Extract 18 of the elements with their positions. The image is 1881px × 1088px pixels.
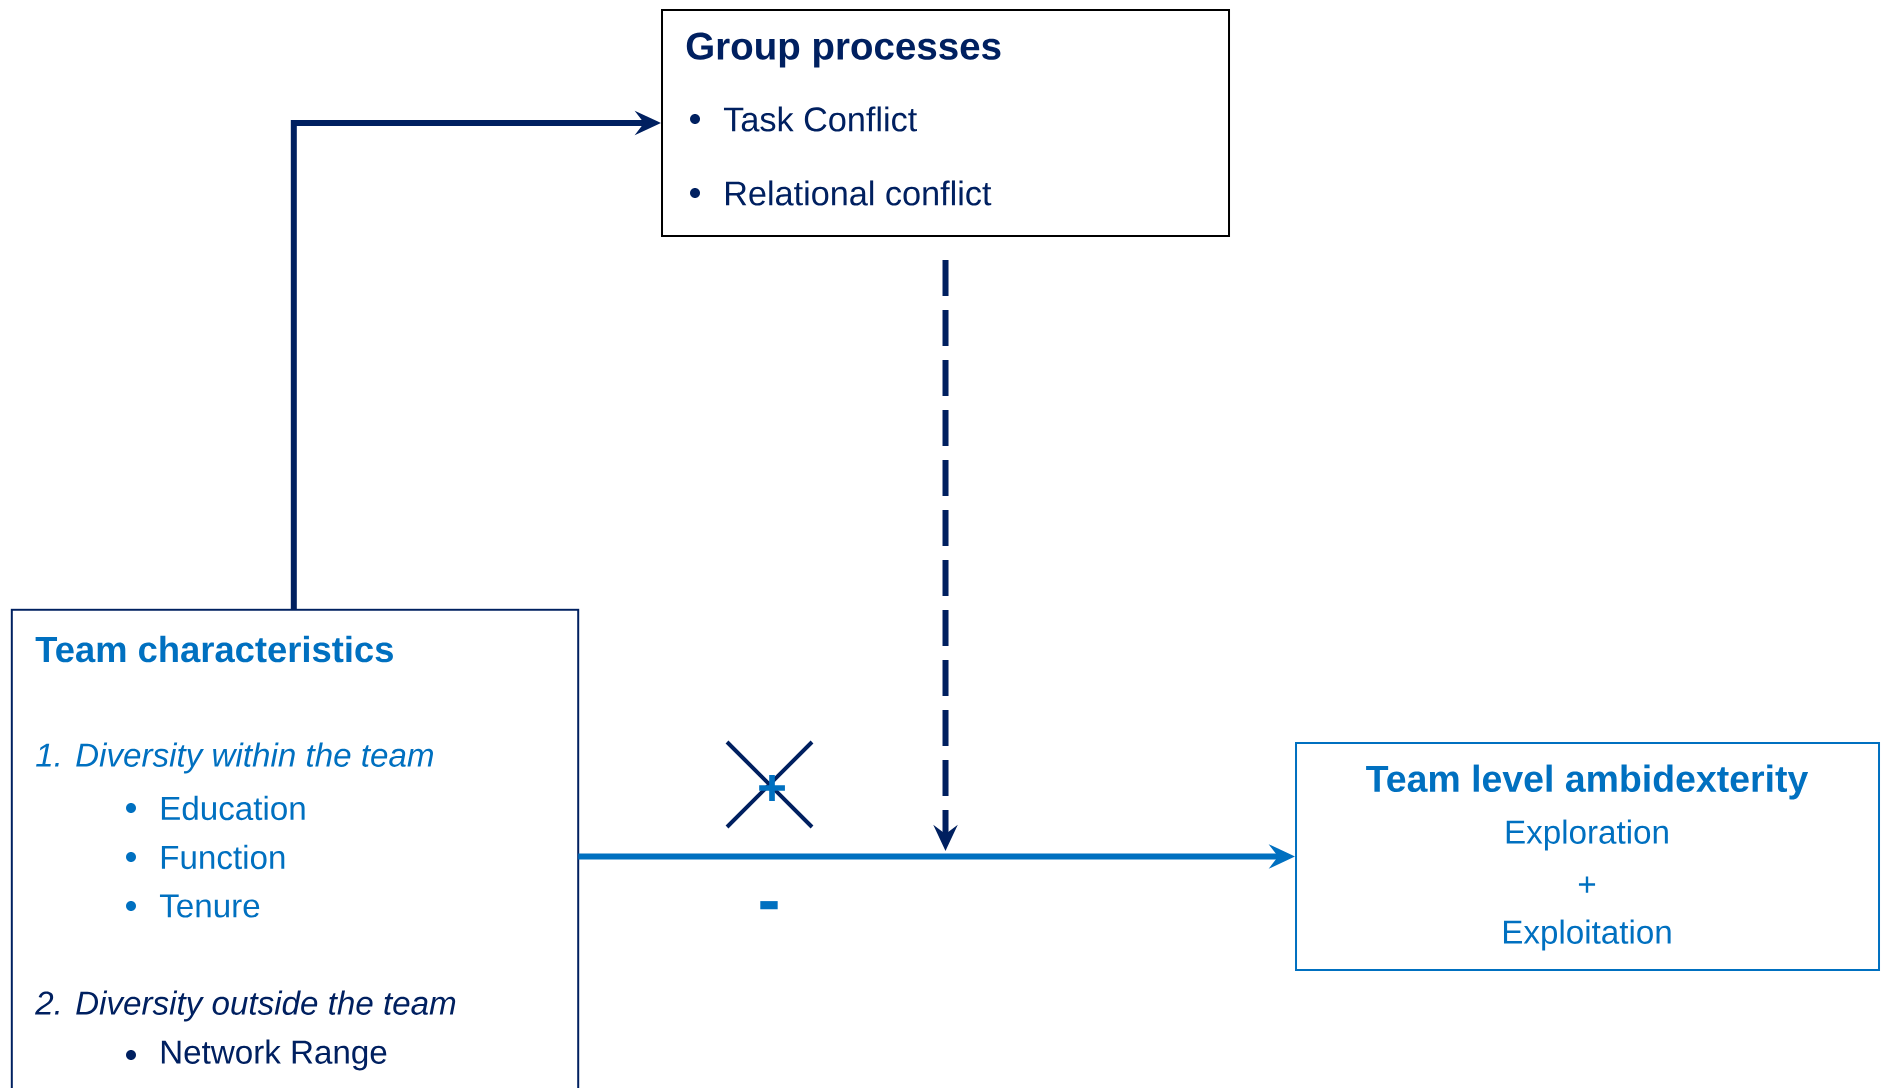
- box-heading: Team level ambidexterity: [1366, 764, 1809, 800]
- box-heading: Team characteristics: [35, 635, 393, 663]
- process-box: [1295, 742, 1880, 971]
- process-box: [661, 9, 1230, 237]
- box-text: +: [1578, 876, 1596, 893]
- list-heading: 2. Diversity outside the team: [35, 990, 456, 1022]
- list-item: Education: [161, 795, 305, 821]
- list-item: Relational conflict: [726, 180, 992, 206]
- box-text: Exploration: [1506, 819, 1668, 851]
- process-box: [10, 608, 580, 1088]
- list-item: Network Range: [161, 1039, 387, 1071]
- list-item: Tenure: [159, 894, 260, 918]
- minus-sign: -: [760, 901, 778, 910]
- list-item: Task Conflict: [724, 106, 917, 132]
- list-heading: 1. Diversity within the team: [36, 742, 433, 774]
- box-text: Exploitation: [1504, 919, 1671, 951]
- list-item: Function: [161, 844, 285, 870]
- box-heading: Group processes: [686, 32, 1001, 68]
